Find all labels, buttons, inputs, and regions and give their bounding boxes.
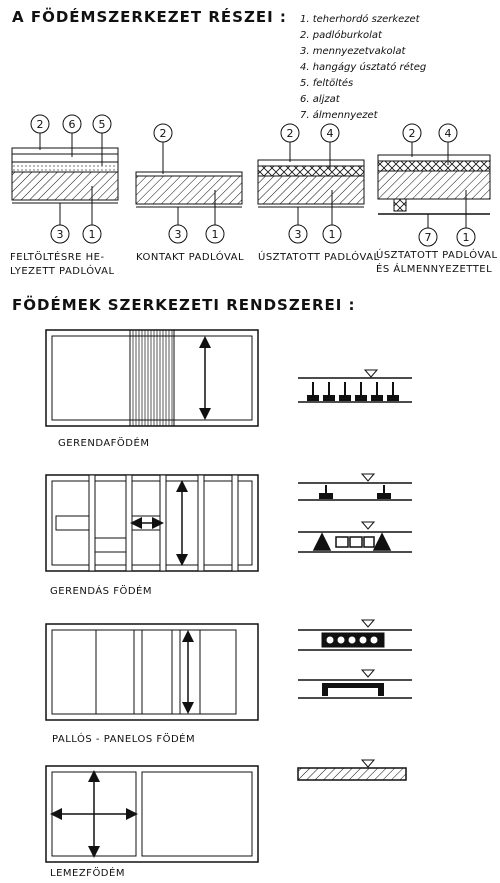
floor-finish-layer (377, 154, 491, 162)
marker-number: 2 (37, 118, 44, 131)
section-contact-floor: 2 3 1 KONTAKT PADLÓVAL (135, 123, 244, 263)
marker-number: 7 (425, 231, 432, 244)
plan-outline (45, 765, 259, 863)
legend-item: 7. álmennyezet (300, 109, 379, 121)
marker-number: 1 (329, 228, 336, 241)
marker-number: 3 (57, 228, 64, 241)
beam-group (129, 329, 175, 427)
level-mark-icon (360, 619, 376, 628)
system-label: PALLÓS - PANELOS FÖDÉM (52, 732, 195, 745)
section-label: FELTÖLTÉSRE HE- (10, 250, 105, 263)
section-label: ÚSZTATOTT PADLÓVAL (376, 248, 498, 261)
marker-number: 4 (445, 127, 452, 140)
plan-outline (45, 623, 259, 721)
section-fill-floor: 2 6 5 3 1 FELTÖLTÉSRE HE- LYEZETT PADLÓV… (10, 114, 119, 277)
plan-inner (51, 480, 253, 566)
system-label: GERENDAFÖDÉM (58, 436, 149, 449)
level-mark-icon (360, 669, 376, 678)
marker-number: 4 (327, 127, 334, 140)
section-floating-floor-suspended-ceiling: 2 4 7 1 ÚSZTATOTT PADLÓVAL ÉS ÁLMENNYEZE… (376, 123, 498, 275)
system-beam-floor: GERENDAFÖDÉM (45, 329, 412, 449)
infill-block (55, 515, 90, 531)
floating-layer (257, 165, 365, 177)
marker-number: 1 (89, 228, 96, 241)
section-floating-floor: 2 4 3 1 ÚSZTATOTT PADLÓVAL (257, 123, 380, 263)
load-bearing-slab (257, 175, 365, 205)
legend-item: 4. hangágy úsztató réteg (300, 61, 426, 73)
parts-title: A FÖDÉMSZERKEZET RÉSZEI : (12, 7, 287, 26)
solid-slab-section (297, 767, 407, 781)
plan-outline (45, 474, 259, 572)
marker-number: 6 (69, 118, 76, 131)
legend: 1. teherhordó szerkezet 2. padlóburkolat… (300, 13, 426, 121)
slab-panel (141, 771, 253, 857)
marker-number: 1 (463, 231, 470, 244)
system-ribbed-floor: GERENDÁS FÖDÉM (45, 473, 412, 597)
legend-item: 3. mennyezetvakolat (300, 46, 407, 57)
infill-block (94, 537, 127, 553)
legend-item: 2. padlóburkolat (300, 29, 383, 41)
section-label: ÉS ÁLMENNYEZETTEL (376, 262, 492, 275)
legend-item: 1. teherhordó szerkezet (300, 13, 421, 25)
marker-number: 3 (295, 228, 302, 241)
level-mark-icon (360, 473, 376, 482)
floor-finish-layer (135, 171, 243, 177)
marker-number: 5 (99, 118, 106, 131)
section-label: ÚSZTATOTT PADLÓVAL (258, 250, 380, 263)
system-label: LEMEZFÖDÉM (50, 866, 125, 879)
legend-item: 5. feltöltés (300, 77, 353, 89)
load-bearing-slab (135, 175, 243, 205)
channel-panel (322, 683, 384, 696)
system-plank-panel-floor: PALLÓS - PANELOS FÖDÉM (45, 619, 412, 745)
marker-number: 3 (175, 228, 182, 241)
level-mark-icon (363, 369, 379, 378)
marker-number: 2 (287, 127, 294, 140)
load-bearing-slab (377, 170, 491, 200)
hanger-batten (393, 198, 407, 212)
load-bearing-slab (11, 171, 119, 201)
system-slab-floor: LEMEZFÖDÉM (45, 759, 407, 879)
section-label: LYEZETT PADLÓVAL (10, 264, 115, 277)
system-label: GERENDÁS FÖDÉM (50, 584, 152, 597)
legend-item: 6. aljzat (300, 94, 341, 105)
floor-finish-layer (257, 159, 365, 167)
floating-layer (377, 160, 491, 172)
plan-inner (51, 629, 237, 715)
marker-number: 1 (212, 228, 219, 241)
marker-number: 2 (409, 127, 416, 140)
level-mark-icon (360, 759, 376, 768)
level-mark-icon (360, 521, 376, 530)
marker-number: 2 (160, 127, 167, 140)
section-label: KONTAKT PADLÓVAL (136, 250, 244, 263)
systems-title: FÖDÉMEK SZERKEZETI RENDSZEREI : (12, 295, 356, 314)
